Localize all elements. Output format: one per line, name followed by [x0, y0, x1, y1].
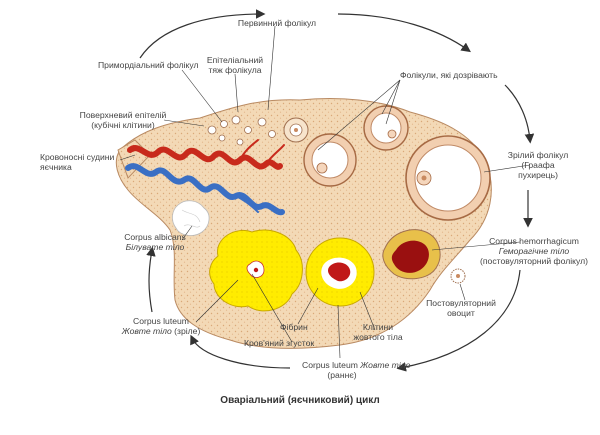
arrow-to-mature: [504, 84, 535, 144]
arrow-to-early-luteum: [396, 269, 521, 372]
arrow-to-mature-luteum: [190, 334, 291, 369]
label-corpus-luteum-mature-italic: Жовте тіло: [121, 326, 172, 336]
label-corpus-hemorrhagicum-line1: Corpus hemorrhagicum: [489, 236, 579, 246]
label-lutein-cells-line2: жовтого тіла: [353, 332, 403, 342]
postovulatory-oocyte: [450, 268, 466, 284]
label-surface-epithelium: Поверхневий епітелій (кубічні клітини): [78, 110, 168, 130]
label-corpus-albicans-italic: Білувате тіло: [125, 242, 185, 252]
corpus-luteum-mature: [209, 229, 303, 312]
mature-follicle: [405, 135, 491, 221]
corpus-luteum-early: [305, 237, 375, 307]
label-corpus-luteum-mature-note: (зріле): [174, 326, 201, 336]
label-lutein-cells: Клітини жовтого тіла: [348, 322, 408, 342]
label-mature-follicle-line2: (Граафа: [521, 160, 555, 170]
blood-vessels: [125, 139, 285, 216]
primordial-follicles: [207, 115, 276, 146]
label-epithelial-cord-line2: тяж фолікула: [208, 65, 262, 75]
label-blood-clot: Кров'яний згусток: [244, 338, 315, 348]
label-mature-follicle-line3: пухирець): [518, 170, 558, 180]
label-postovulatory-oocyte: Постовуляторний овоцит: [420, 298, 502, 318]
arrow-to-albicans: [146, 246, 156, 313]
label-corpus-luteum-mature-line2: Жовте тіло (зріле): [118, 326, 204, 336]
arrow-to-maturing: [337, 13, 471, 53]
vein: [125, 163, 285, 216]
label-corpus-luteum-early-latin: Corpus luteum: [302, 360, 358, 370]
label-corpus-albicans: Corpus albicans Білувате тіло: [115, 232, 195, 252]
label-lutein-cells-line1: Клітини: [362, 322, 394, 332]
label-corpus-hemorrhagicum-line2: Геморагічне тіло: [478, 246, 590, 256]
maturing-follicles: [303, 105, 409, 187]
leader-lines: [119, 25, 531, 359]
label-blood-vessels-line1: Кровоносні судини: [40, 152, 115, 162]
label-blood-vessels-line2: яєчника: [40, 162, 72, 172]
label-corpus-luteum-early-line1: Corpus luteum Жовте тіло: [302, 360, 410, 370]
corpus-albicans: [172, 200, 210, 236]
label-corpus-luteum-mature-line1: Corpus luteum: [133, 316, 189, 326]
label-corpus-luteum-early: Corpus luteum Жовте тіло (раннє): [302, 360, 410, 380]
label-postovulatory-oocyte-line1: Постовуляторний: [426, 298, 496, 308]
label-corpus-luteum-mature: Corpus luteum Жовте тіло (зріле): [118, 316, 204, 336]
label-blood-vessels: Кровоносні судини яєчника: [40, 152, 114, 172]
label-fibrin: Фібрин: [280, 322, 308, 332]
cycle-arrows: [139, 9, 535, 372]
label-epithelial-cord-line1: Епітеліальний: [206, 55, 264, 65]
label-postovulatory-oocyte-line2: овоцит: [447, 308, 475, 318]
label-surface-epithelium-line2: (кубічні клітини): [91, 120, 155, 130]
primary-follicle: [283, 117, 309, 143]
label-corpus-hemorrhagicum: Corpus hemorrhagicum Геморагічне тіло (п…: [478, 236, 590, 266]
vein-branch: [235, 195, 259, 213]
diagram-title: Оваріальний (яєчниковий) цикл: [220, 395, 380, 406]
label-corpus-albicans-line2: Білувате тіло: [115, 242, 195, 252]
label-surface-epithelium-line1: Поверхневий епітелій: [79, 110, 167, 120]
arrow-to-primary: [139, 9, 266, 59]
label-corpus-hemorrhagicum-italic: Геморагічне тіло: [498, 246, 570, 256]
label-primordial-follicle: Примордіальний фолікул: [98, 60, 199, 70]
label-corpus-luteum-early-italic: Жовте тіло: [360, 360, 411, 370]
label-epithelial-cord: Епітеліальний тяж фолікула: [205, 55, 265, 75]
corpus-hemorrhagicum: [382, 229, 441, 280]
label-corpus-albicans-line1: Corpus albicans: [124, 232, 186, 242]
label-primary-follicle: Первинний фолікул: [237, 18, 317, 28]
label-mature-follicle: Зрілий фолікул (Граафа пухирець): [498, 150, 578, 180]
label-mature-follicle-line1: Зрілий фолікул: [507, 150, 569, 160]
label-corpus-hemorrhagicum-line3: (постовуляторний фолікул): [480, 256, 588, 266]
label-corpus-luteum-early-line2: (раннє): [327, 370, 357, 380]
label-maturing-follicles: Фолікули, які дозрівають: [400, 70, 498, 80]
artery-branch: [239, 139, 285, 165]
